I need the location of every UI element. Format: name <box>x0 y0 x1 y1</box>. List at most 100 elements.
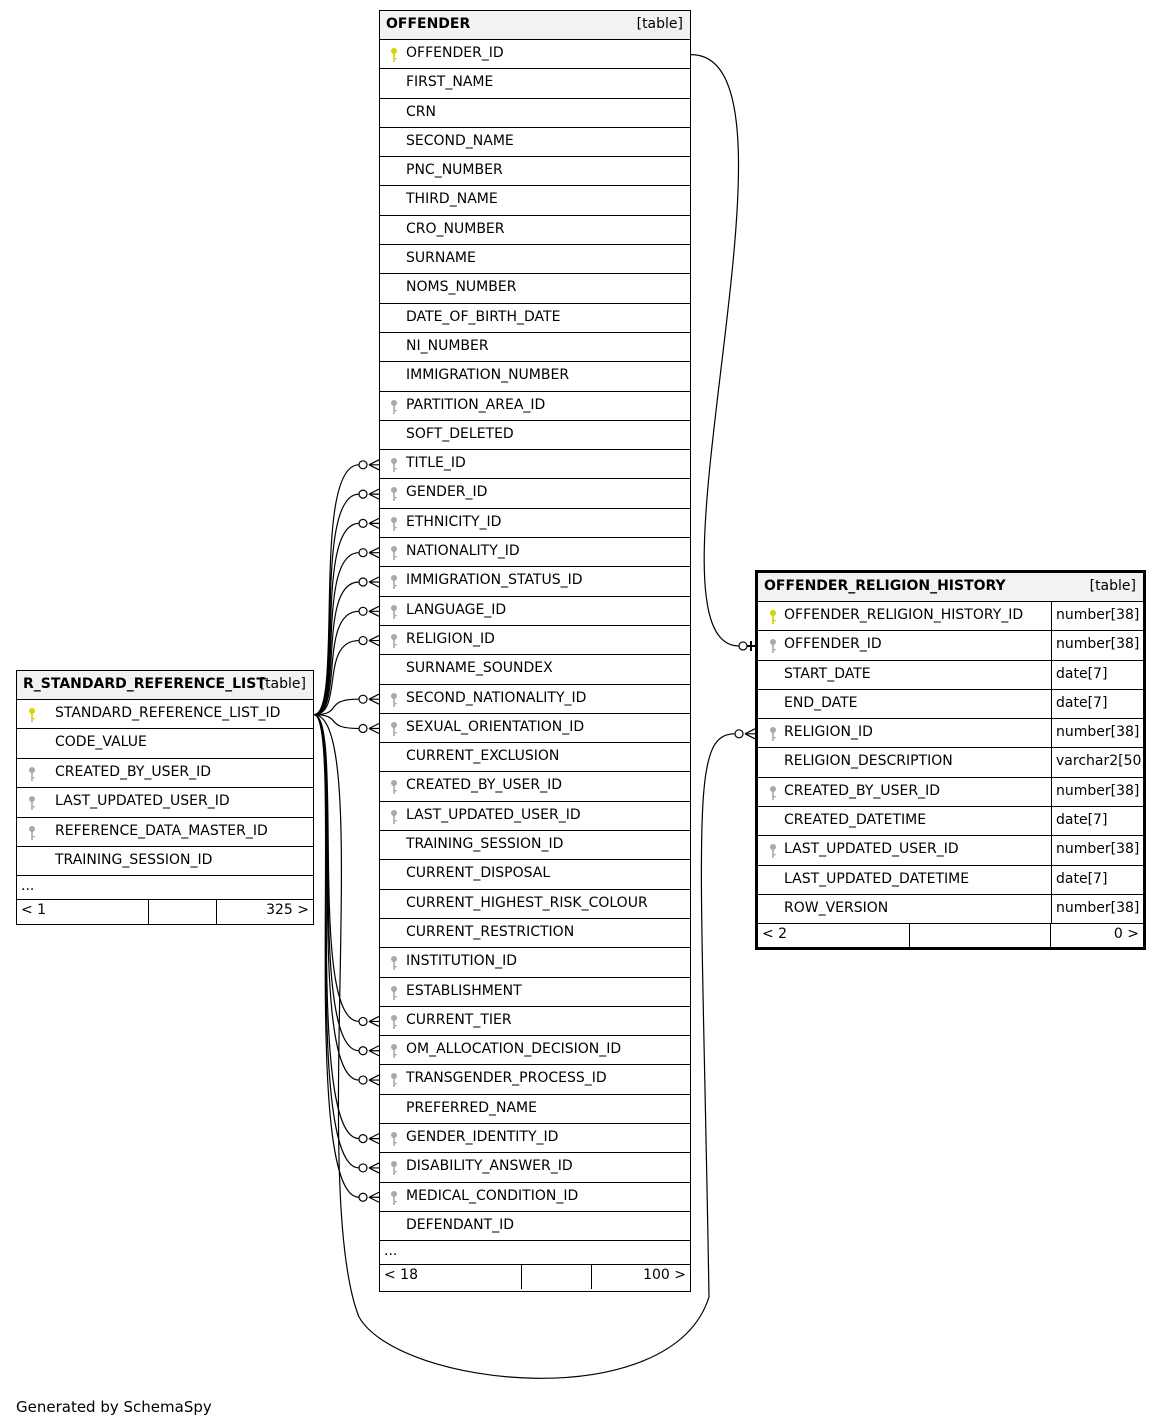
column-row-pnc-number[interactable]: PNC_NUMBER <box>380 157 690 187</box>
column-name: ETHNICITY_ID <box>406 513 502 530</box>
column-row-created-by-user-id[interactable]: CREATED_BY_USER_ID <box>380 772 690 802</box>
children-count[interactable]: 325 > <box>266 902 309 919</box>
column-row-om-allocation-decision-id[interactable]: OM_ALLOCATION_DECISION_ID <box>380 1036 690 1066</box>
primary-key-icon <box>768 609 778 625</box>
column-row-transgender-process-id[interactable]: TRANSGENDER_PROCESS_ID <box>380 1065 690 1095</box>
column-name: LAST_UPDATED_USER_ID <box>406 806 581 823</box>
column-row-immigration-number[interactable]: IMMIGRATION_NUMBER <box>380 362 690 392</box>
column-row-sexual-orientation-id[interactable]: SEXUAL_ORIENTATION_ID <box>380 714 690 744</box>
crows-foot-religion-id <box>368 635 380 647</box>
column-row-surname[interactable]: SURNAME <box>380 245 690 275</box>
optional-circle-om-allocation-decision-id <box>358 1046 368 1056</box>
column-row-gender-identity-id[interactable]: GENDER_IDENTITY_ID <box>380 1124 690 1154</box>
column-row-ethnicity-id[interactable]: ETHNICITY_ID <box>380 509 690 539</box>
column-name: SURNAME <box>406 250 476 267</box>
column-name: CURRENT_RESTRICTION <box>406 923 575 940</box>
column-row-institution-id[interactable]: INSTITUTION_ID <box>380 948 690 978</box>
column-name: CREATED_BY_USER_ID <box>406 777 563 794</box>
relationship-line-transgender-process-id <box>313 714 360 1081</box>
column-row-religion-id[interactable]: RELIGION_ID <box>380 626 690 656</box>
column-row-soft-deleted[interactable]: SOFT_DELETED <box>380 421 690 451</box>
column-row-noms-number[interactable]: NOMS_NUMBER <box>380 274 690 304</box>
column-row-date-of-birth-date[interactable]: DATE_OF_BIRTH_DATE <box>380 304 690 333</box>
column-name: OFFENDER_RELIGION_HISTORY_ID <box>784 607 1024 623</box>
relationship-line-religion-id <box>313 639 360 716</box>
column-row-gender-id[interactable]: GENDER_ID <box>380 479 690 509</box>
column-row-current-restriction[interactable]: CURRENT_RESTRICTION <box>380 919 690 949</box>
column-row-last-updated-user-id[interactable]: LAST_UPDATED_USER_ID <box>380 802 690 832</box>
column-row-offender-id[interactable]: OFFENDER_ID <box>380 40 690 70</box>
column-name: START_DATE <box>784 665 871 682</box>
column-row-surname-soundex[interactable]: SURNAME_SOUNDEX <box>380 655 690 685</box>
column-row-partition-area-id[interactable]: PARTITION_AREA_ID <box>380 392 690 421</box>
column-name: CURRENT_HIGHEST_RISK_COLOUR <box>406 894 648 911</box>
column-row-immigration-status-id[interactable]: IMMIGRATION_STATUS_ID <box>380 567 690 597</box>
column-row-ni-number[interactable]: NI_NUMBER <box>380 333 690 363</box>
relationship-line-gender-id <box>313 493 360 716</box>
column-row-disability-answer-id[interactable]: DISABILITY_ANSWER_ID <box>380 1153 690 1183</box>
column-row-nationality-id[interactable]: NATIONALITY_ID <box>380 538 690 568</box>
foreign-key-icon <box>389 486 399 502</box>
column-row-third-name[interactable]: THIRD_NAME <box>380 186 690 216</box>
column-row-first-name[interactable]: FIRST_NAME <box>380 69 690 99</box>
column-row-title-id[interactable]: TITLE_ID <box>380 450 690 480</box>
column-row-language-id[interactable]: LANGUAGE_ID <box>380 597 690 626</box>
relationship-line-title-id <box>313 464 360 716</box>
foreign-key-icon <box>389 1160 399 1176</box>
parents-count[interactable]: < 2 <box>762 926 788 943</box>
column-row-last-updated-user-id[interactable]: LAST_UPDATED_USER_ID <box>17 788 313 818</box>
column-row-crn[interactable]: CRN <box>380 99 690 128</box>
optional-circle-medical-condition-id <box>358 1192 368 1202</box>
column-row-reference-data-master-id[interactable]: REFERENCE_DATA_MASTER_ID <box>17 818 313 847</box>
relationship-line-ethnicity-id <box>313 522 360 716</box>
column-row-current-tier[interactable]: CURRENT_TIER <box>380 1007 690 1037</box>
foreign-key-icon <box>389 692 399 708</box>
children-count[interactable]: 100 > <box>643 1267 686 1284</box>
column-row-defendant-id[interactable]: DEFENDANT_ID <box>380 1212 690 1242</box>
children-count[interactable]: 0 > <box>1113 926 1139 943</box>
foreign-key-icon <box>768 638 778 654</box>
table-r-standard-reference-list[interactable]: R_STANDARD_REFERENCE_LIST [table] STANDA… <box>16 670 314 925</box>
column-row-establishment[interactable]: ESTABLISHMENT <box>380 978 690 1007</box>
column-row-current-disposal[interactable]: CURRENT_DISPOSAL <box>380 860 690 890</box>
optional-circle-religion-id <box>358 635 368 646</box>
column-row-medical-condition-id[interactable]: MEDICAL_CONDITION_ID <box>380 1183 690 1212</box>
column-row-second-name[interactable]: SECOND_NAME <box>380 128 690 158</box>
crows-foot-sexual-orientation-id <box>368 722 380 735</box>
column-row-created-by-user-id[interactable]: CREATED_BY_USER_ID <box>17 759 313 789</box>
table-offender-religion-history[interactable]: OFFENDER_RELIGION_HISTORY [table] OFFEND… <box>755 570 1147 950</box>
column-row-current-highest-risk-colour[interactable]: CURRENT_HIGHEST_RISK_COLOUR <box>380 890 690 919</box>
parents-count[interactable]: < 1 <box>21 902 47 919</box>
column-name: LAST_UPDATED_USER_ID <box>784 841 959 858</box>
column-row-code-value[interactable]: CODE_VALUE <box>17 729 313 759</box>
column-row-preferred-name[interactable]: PREFERRED_NAME <box>380 1095 690 1124</box>
column-name: ESTABLISHMENT <box>406 982 522 999</box>
foreign-key-icon <box>768 726 778 742</box>
relationship-line-immigration-status-id <box>313 581 360 716</box>
column-row-current-exclusion[interactable]: CURRENT_EXCLUSION <box>380 743 690 773</box>
column-row-cro-number[interactable]: CRO_NUMBER <box>380 216 690 246</box>
crows-foot-language-id <box>368 605 380 617</box>
parents-count[interactable]: < 18 <box>384 1267 418 1284</box>
column-name: OFFENDER_ID <box>784 636 882 653</box>
column-row-standard-reference-list-id[interactable]: STANDARD_REFERENCE_LIST_ID <box>17 700 313 730</box>
foreign-key-icon <box>389 1043 399 1059</box>
column-row-training-session-id[interactable]: TRAINING_SESSION_ID <box>17 847 313 877</box>
column-row-second-nationality-id[interactable]: SECOND_NATIONALITY_ID <box>380 685 690 714</box>
column-name: NOMS_NUMBER <box>406 279 517 296</box>
column-row-training-session-id[interactable]: TRAINING_SESSION_ID <box>380 831 690 861</box>
table-header: OFFENDER_RELIGION_HISTORY [table] <box>758 573 1143 602</box>
